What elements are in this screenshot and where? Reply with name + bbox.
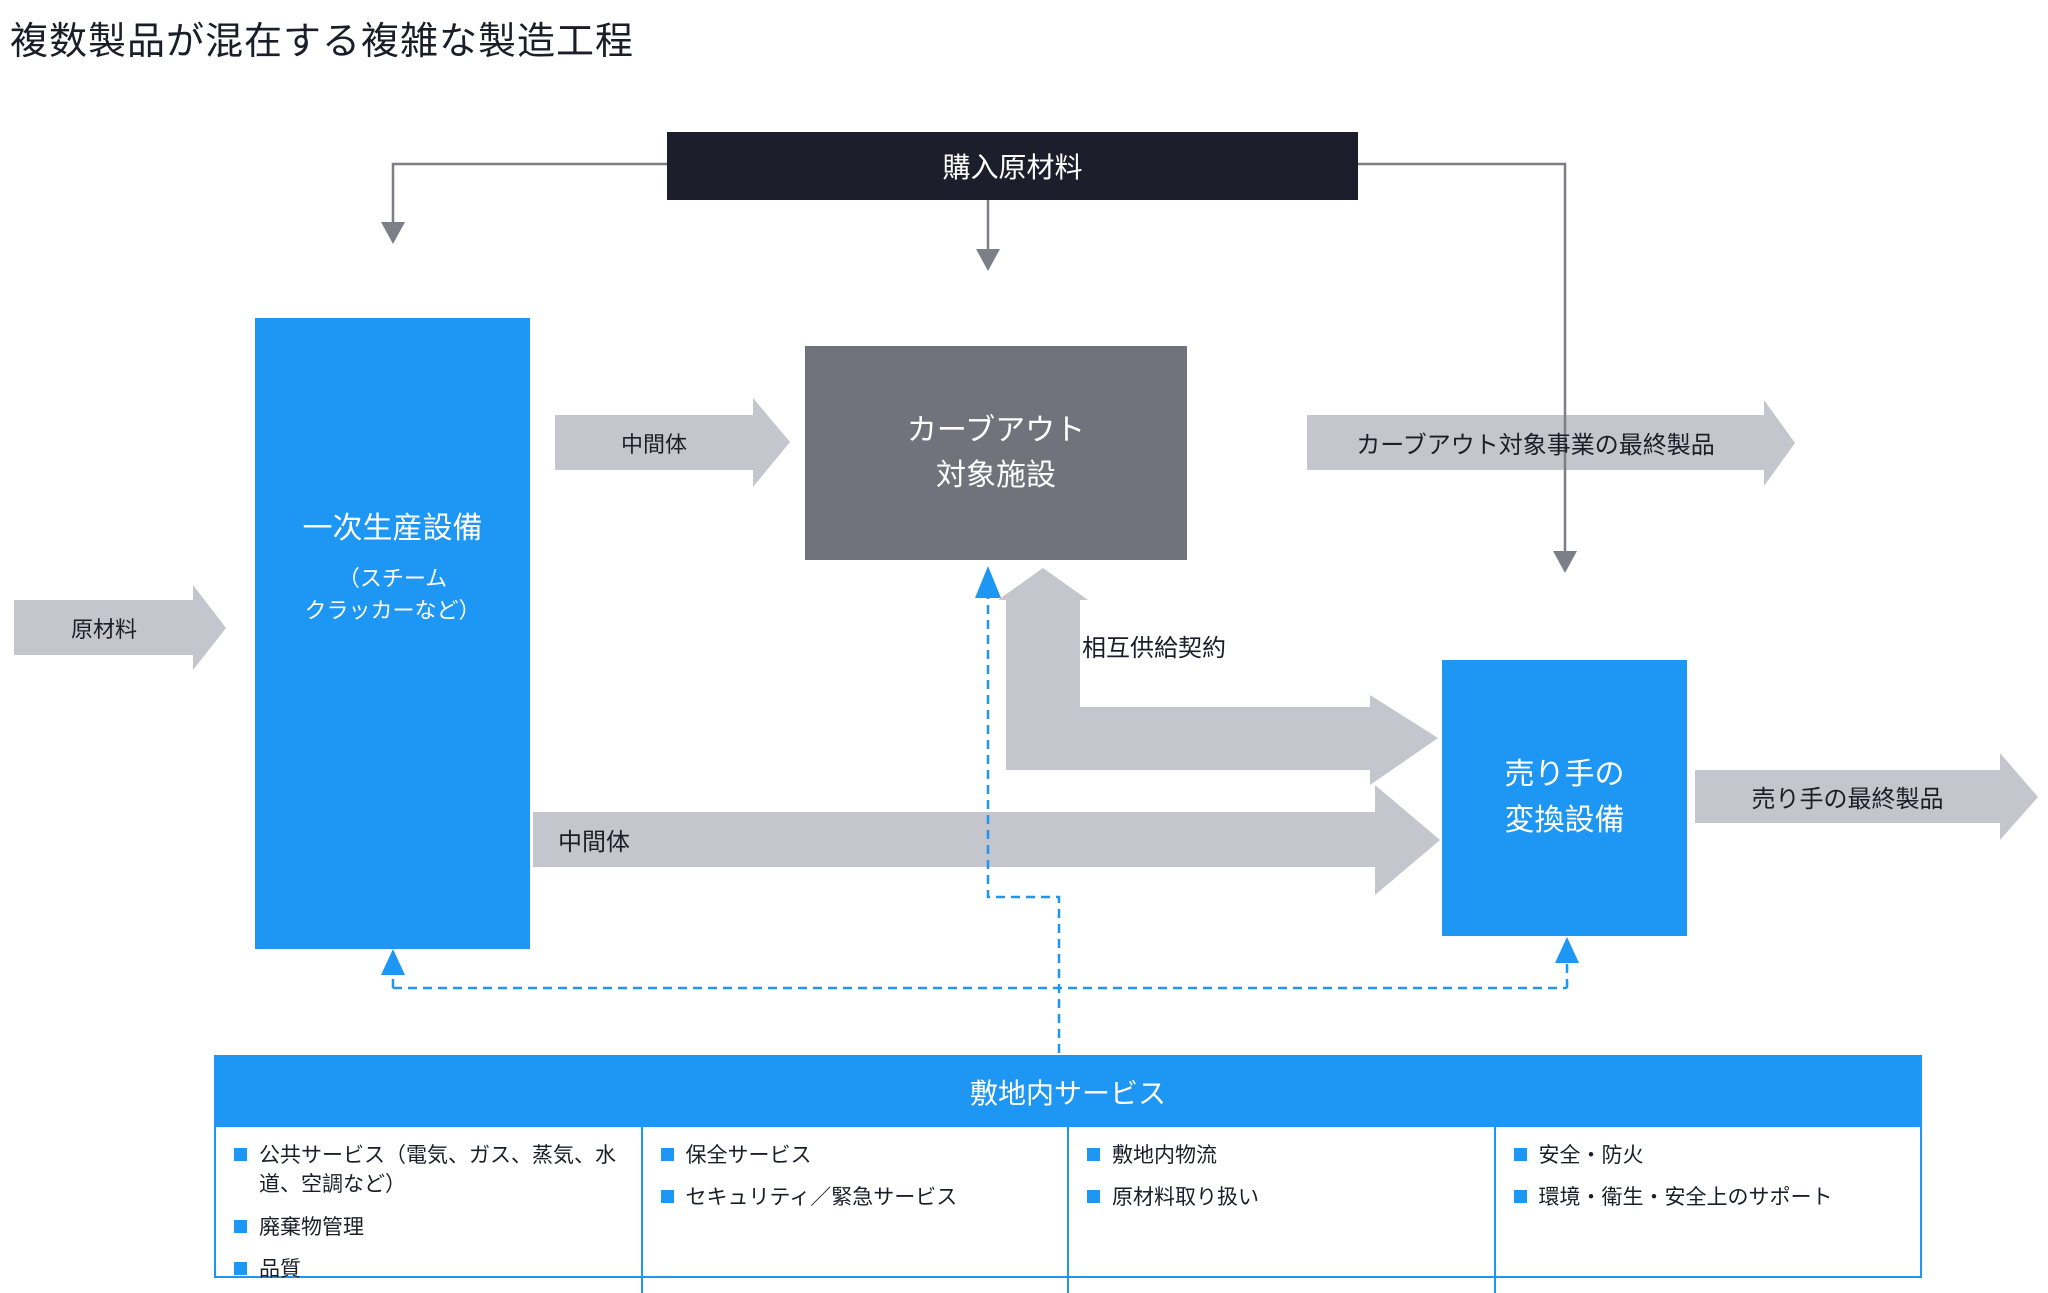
node-seller-conversion-label-line2: 変換設備	[1504, 804, 1625, 837]
node-purchased-raw-materials-label: 購入原材料	[942, 152, 1083, 183]
connector-right-line	[1358, 162, 1567, 557]
mutual-supply-arrow	[998, 568, 1438, 785]
service-item: 原材料取り扱い	[1085, 1183, 1478, 1212]
onsite-services-panel: 敷地内サービス 公共サービス（電気、ガス、蒸気、水道、空調など） 廃棄物管理 品…	[214, 1055, 1922, 1293]
service-link-carveout-arrowhead	[975, 566, 1001, 598]
bullet-square-icon	[1087, 1190, 1100, 1204]
bullet-square-icon	[1513, 1148, 1527, 1161]
onsite-services-column-1: 公共サービス（電気、ガス、蒸気、水道、空調など） 廃棄物管理 品質	[216, 1127, 643, 1293]
bullet-square-icon	[1513, 1190, 1527, 1204]
node-seller-conversion-label-line1: 売り手の	[1504, 757, 1625, 791]
mutual-supply-arrow-label: 相互供給契約	[1082, 635, 1226, 662]
onsite-services-column-4: 安全・防火 環境・衛生・安全上のサポート	[1496, 1127, 1921, 1293]
node-primary-production-label: 一次生産設備	[302, 512, 483, 545]
connector-right-arrowhead	[1553, 551, 1577, 573]
node-purchased-raw-materials: 購入原材料	[667, 132, 1358, 200]
onsite-services-column-2: 保全サービス セキュリティ／緊急サービス	[643, 1127, 1069, 1293]
bullet-square-icon	[1087, 1148, 1100, 1161]
node-carveout-facility: カーブアウト 対象施設	[805, 346, 1187, 560]
service-link-right-arrowhead	[1555, 937, 1579, 963]
onsite-services-title: 敷地内サービス	[969, 1078, 1166, 1109]
carveout-final-products-arrow	[1307, 400, 1795, 486]
bullet-square-icon	[234, 1262, 247, 1276]
intermediate-bottom-arrow	[533, 785, 1440, 895]
service-item: 敷地内物流	[1085, 1141, 1478, 1170]
service-item: 安全・防火	[1512, 1141, 1905, 1170]
raw-materials-arrow-label: 原材料	[70, 616, 137, 642]
node-primary-production: 一次生産設備 （スチーム クラッカーなど）	[255, 318, 530, 949]
node-carveout-facility-label-line2: 対象施設	[936, 459, 1056, 492]
service-item: 公共サービス（電気、ガス、蒸気、水道、空調など）	[232, 1141, 625, 1200]
bullet-square-icon	[234, 1148, 247, 1161]
bullet-square-icon	[660, 1148, 674, 1161]
bullet-square-icon	[660, 1190, 674, 1204]
page-title: 複数製品が混在する複雑な製造工程	[10, 21, 635, 63]
onsite-services-header: 敷地内サービス	[216, 1057, 1920, 1127]
intermediate-top-arrow	[555, 398, 790, 487]
service-item: 保全サービス	[659, 1141, 1052, 1170]
intermediate-top-arrow-label: 中間体	[620, 431, 687, 457]
service-link-left-arrowhead	[381, 949, 405, 975]
node-carveout-facility-label-line1: カーブアウト	[906, 414, 1086, 447]
service-item: 廃棄物管理	[232, 1213, 625, 1242]
intermediate-bottom-arrow-label: 中間体	[558, 829, 630, 856]
connector-center-arrowhead	[976, 249, 1000, 271]
service-item: セキュリティ／緊急サービス	[659, 1183, 1052, 1212]
seller-final-products-arrow-label: 売り手の最終製品	[1751, 786, 1944, 813]
onsite-services-column-3: 敷地内物流 原材料取り扱い	[1069, 1127, 1496, 1293]
onsite-services-columns: 公共サービス（電気、ガス、蒸気、水道、空調など） 廃棄物管理 品質 保全サービス	[216, 1127, 1920, 1293]
bullet-square-icon	[234, 1219, 247, 1233]
carveout-final-products-arrow-label: カーブアウト対象事業の最終製品	[1356, 432, 1715, 459]
connector-left-line	[391, 162, 667, 228]
node-primary-production-sublabel: （スチーム クラッカーなど）	[304, 566, 481, 623]
service-link-to-carveout	[986, 598, 1061, 1053]
node-seller-conversion: 売り手の 変換設備	[1442, 660, 1687, 936]
seller-final-products-arrow	[1695, 753, 2038, 840]
service-item: 品質	[232, 1255, 625, 1284]
connector-left-arrowhead	[381, 222, 405, 244]
service-item: 環境・衛生・安全上のサポート	[1512, 1183, 1905, 1212]
raw-materials-arrow	[14, 585, 226, 670]
